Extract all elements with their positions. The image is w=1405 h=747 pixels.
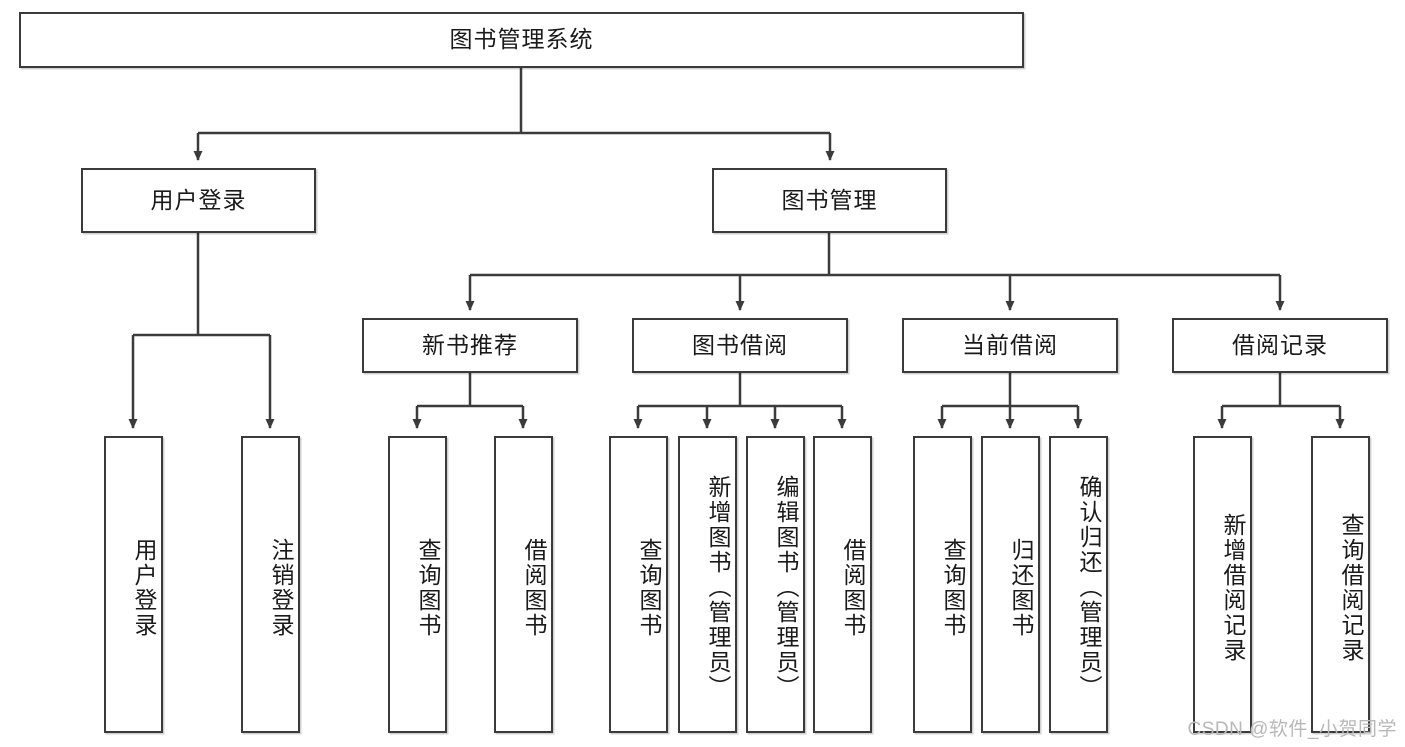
node-label: 图书管理系统 (449, 26, 594, 53)
leaf-confirm-return-admin[interactable]: 确认归还（管理员） (1049, 436, 1108, 733)
node-label: 新增借阅记录 (1220, 512, 1246, 663)
node-label: 查询图书 (636, 537, 662, 638)
node-current-borrow[interactable]: 当前借阅 (902, 318, 1118, 373)
csdn-watermark: CSDN @软件_小贺同学 (1187, 719, 1397, 740)
node-label: 新书推荐 (422, 331, 518, 358)
node-label: 当前借阅 (962, 331, 1058, 358)
leaf-edit-book-admin[interactable]: 编辑图书（管理员） (746, 436, 805, 733)
node-label: 查询图书 (415, 537, 441, 638)
node-label: 注销登录 (268, 537, 294, 638)
node-label: 借阅记录 (1232, 331, 1328, 358)
node-label: 借阅图书 (521, 537, 547, 638)
leaf-add-book-admin[interactable]: 新增图书（管理员） (678, 436, 737, 733)
leaf-return-book[interactable]: 归还图书 (981, 436, 1040, 733)
leaf-add-borrow-record[interactable]: 新增借阅记录 (1193, 436, 1252, 733)
leaf-query-book-current[interactable]: 查询图书 (913, 436, 972, 733)
node-label: 归还图书 (1008, 537, 1034, 638)
leaf-query-book-recommend[interactable]: 查询图书 (388, 436, 447, 733)
leaf-logout[interactable]: 注销登录 (241, 436, 300, 733)
leaf-query-borrow-record[interactable]: 查询借阅记录 (1311, 436, 1370, 733)
leaf-user-login[interactable]: 用户登录 (104, 436, 163, 733)
node-book-borrow[interactable]: 图书借阅 (632, 318, 848, 373)
node-label: 用户登录 (150, 186, 247, 213)
node-label: 新增图书（管理员） (705, 475, 731, 700)
leaf-borrow-book-recommend[interactable]: 借阅图书 (494, 436, 553, 733)
node-label: 用户登录 (131, 537, 157, 638)
node-label: 借阅图书 (840, 537, 866, 638)
node-label: 确认归还（管理员） (1076, 475, 1102, 700)
node-borrow-record[interactable]: 借阅记录 (1172, 318, 1388, 373)
node-label: 图书借阅 (692, 331, 788, 358)
node-book-management[interactable]: 图书管理 (712, 168, 947, 233)
leaf-query-book-borrow[interactable]: 查询图书 (609, 436, 668, 733)
node-user-login[interactable]: 用户登录 (81, 168, 316, 233)
node-label: 图书管理 (781, 186, 878, 213)
node-root-system[interactable]: 图书管理系统 (19, 12, 1024, 68)
node-label: 查询图书 (940, 537, 966, 638)
leaf-borrow-book[interactable]: 借阅图书 (813, 436, 872, 733)
node-new-book-recommend[interactable]: 新书推荐 (362, 318, 578, 373)
node-label: 编辑图书（管理员） (773, 475, 799, 700)
node-label: 查询借阅记录 (1338, 512, 1364, 663)
